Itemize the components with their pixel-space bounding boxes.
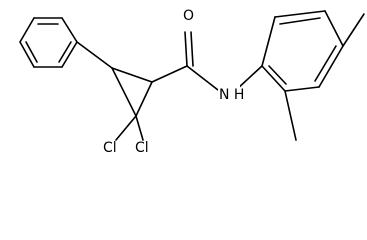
bond	[135, 81, 153, 117]
bond	[186, 65, 219, 91]
dimethylphenyl-ring	[261, 10, 344, 92]
methyl-bond	[284, 90, 297, 141]
bond	[115, 115, 137, 141]
nh-label-mask	[218, 84, 240, 108]
chlorine-label-left: Cl	[103, 140, 117, 156]
bond	[235, 65, 263, 91]
aromatic-bond	[314, 45, 337, 82]
cyclopropane-ring	[111, 67, 153, 117]
bond	[19, 41, 35, 68]
bond	[61, 41, 78, 68]
bond	[184, 31, 188, 67]
nitrogen-label: N H	[219, 87, 244, 103]
bond	[318, 45, 344, 88]
methyl-bond	[342, 13, 365, 47]
oxygen-label: O	[183, 8, 194, 24]
bond	[284, 86, 320, 92]
bond	[111, 67, 153, 83]
chemical-structure-diagram: O N H Cl Cl	[19, 8, 365, 156]
bond	[324, 10, 344, 47]
double-bond	[190, 31, 194, 67]
chlorine-label-right: Cl	[135, 140, 149, 156]
aromatic-bond	[25, 41, 38, 63]
aromatic-bond	[279, 17, 321, 25]
bond	[61, 17, 78, 43]
bond	[274, 10, 326, 18]
bond	[151, 65, 188, 83]
bond	[111, 67, 137, 117]
bond	[135, 115, 144, 141]
aromatic-bond	[268, 65, 287, 85]
bond	[76, 41, 113, 69]
bond	[261, 65, 286, 92]
aromatic-bond	[58, 41, 72, 63]
phenyl-ring	[19, 17, 78, 68]
bond	[261, 16, 276, 67]
bond	[19, 17, 35, 43]
